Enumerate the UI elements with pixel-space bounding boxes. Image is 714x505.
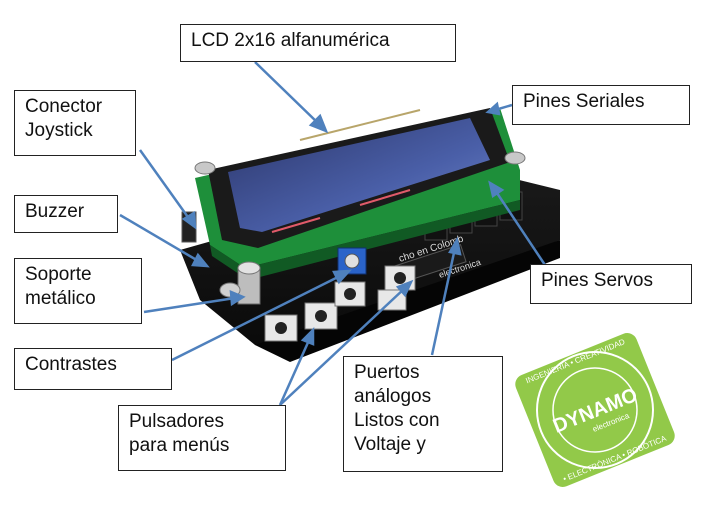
dynamo-logo: INGENIERÍA • CREATIVIDAD DYNAMO electron…	[515, 333, 675, 487]
label-puertos-analogos: Puertos análogos Listos con Voltaje y	[343, 356, 503, 472]
label-pines-servos: Pines Servos	[530, 264, 692, 304]
label-pines-seriales: Pines Seriales	[512, 85, 690, 125]
label-buzzer: Buzzer	[14, 195, 118, 233]
label-lcd: LCD 2x16 alfanumérica	[180, 24, 456, 62]
label-pulsadores: Pulsadores para menús	[118, 405, 286, 471]
base-pcb-edge	[255, 240, 560, 362]
label-conector-joystick: Conector Joystick	[14, 90, 136, 156]
callout-arrows	[119, 61, 547, 406]
metal-standoffs	[194, 151, 526, 305]
lcd-green-pcb-edge	[210, 200, 520, 280]
lcd-segment	[359, 189, 411, 206]
label-contrastes: Contrastes	[14, 348, 172, 390]
label-soporte-metalico: Soporte metálico	[14, 258, 142, 324]
lcd-screen	[228, 118, 490, 232]
lcd-segment	[271, 217, 321, 233]
lcd-header-pins	[299, 109, 421, 141]
